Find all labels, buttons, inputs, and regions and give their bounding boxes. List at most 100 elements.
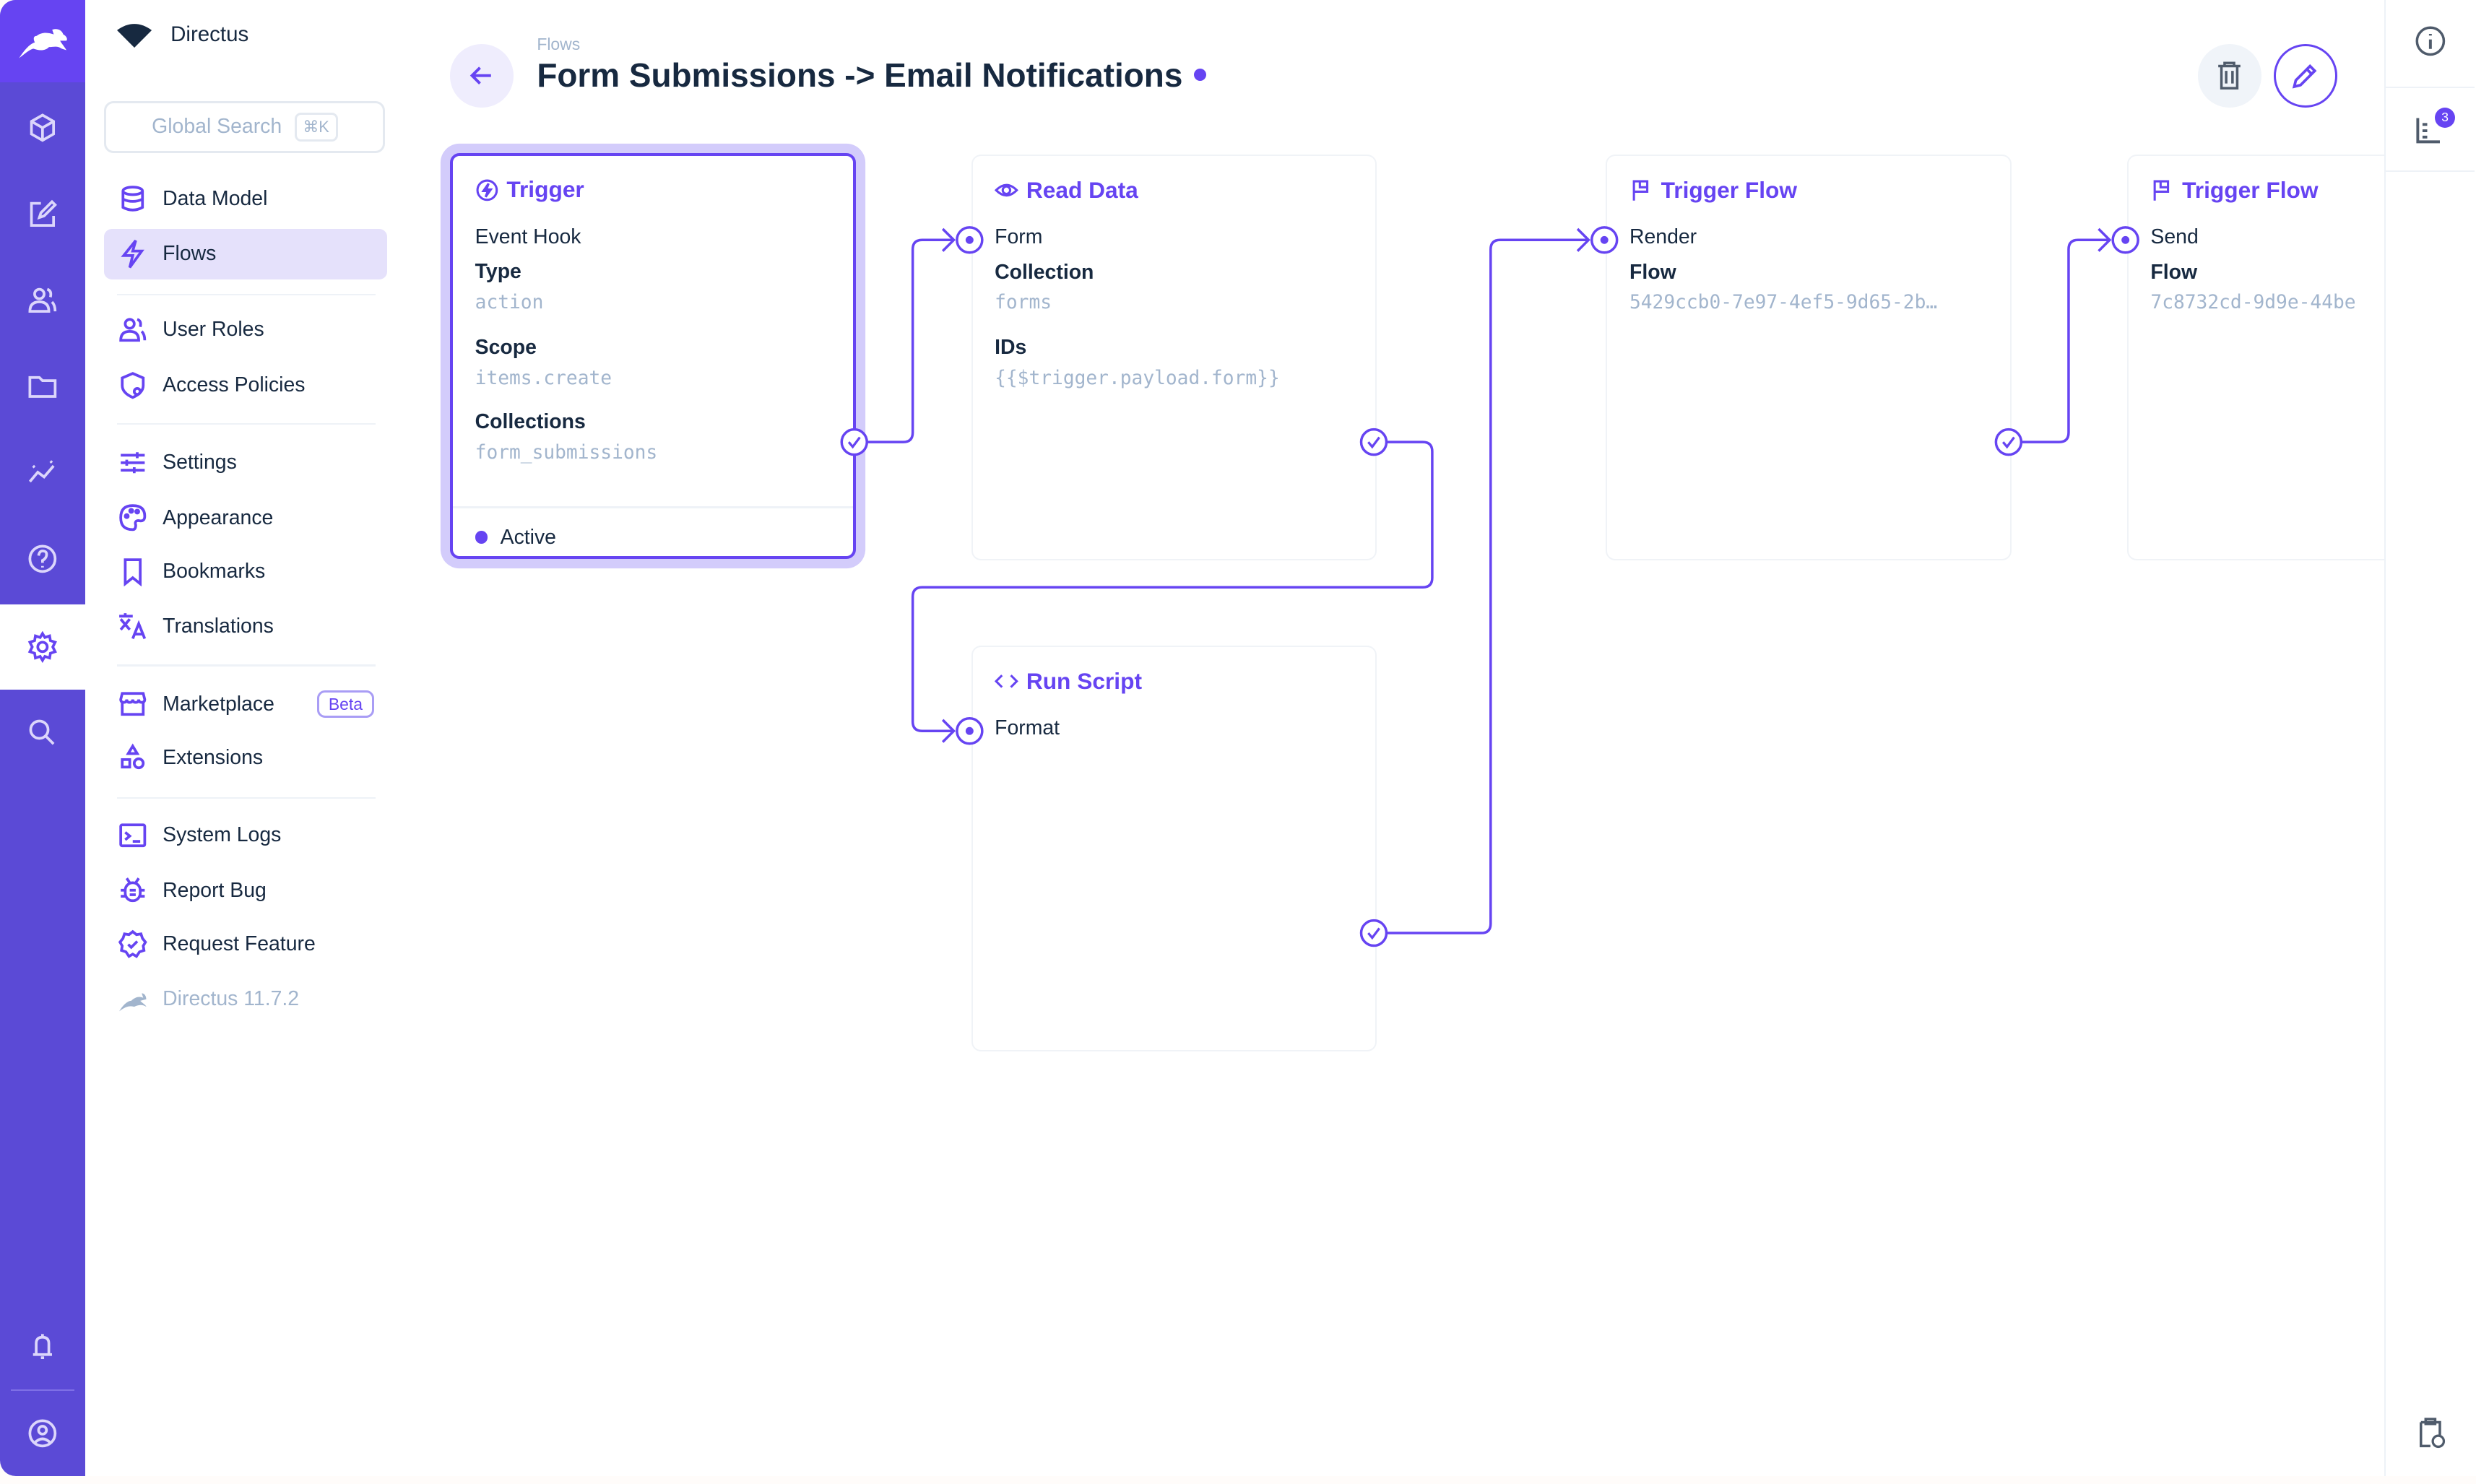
nav-divider	[116, 797, 376, 799]
nav-item-label: Settings	[163, 451, 237, 474]
code-icon	[995, 669, 1018, 693]
nav-item-system-logs[interactable]: System Logs	[104, 810, 386, 861]
back-button[interactable]	[450, 44, 514, 108]
clipboard-button[interactable]	[2386, 1392, 2474, 1475]
rail-settings-button[interactable]	[0, 604, 86, 690]
panel-field-label: Collection	[995, 260, 1094, 284]
rail-users-button[interactable]	[0, 257, 85, 342]
nav-item-label: System Logs	[163, 823, 282, 846]
page-title-text: Form Submissions -> Email Notifications	[537, 56, 1183, 94]
nav-item-report-bug[interactable]: Report Bug	[104, 865, 386, 916]
project-header[interactable]: Directus	[116, 22, 248, 48]
rail-bell-button[interactable]	[0, 1304, 85, 1389]
nav-item-access-policies[interactable]: Access Policies	[104, 360, 386, 410]
panel-field-label: Type	[475, 260, 521, 284]
directus-logo[interactable]	[0, 0, 86, 82]
status-label: Active	[500, 525, 556, 549]
users-icon	[117, 314, 149, 346]
panel-field-plain: Form	[995, 225, 1043, 249]
panel-title: Trigger	[506, 176, 584, 203]
rail-account-button[interactable]	[0, 1391, 85, 1476]
nav-item-label: User Roles	[163, 318, 264, 342]
directus-rabbit-icon	[117, 984, 149, 1015]
panel-field-mono: {{$trigger.payload.form}}	[995, 368, 1280, 390]
rail-divider	[11, 1389, 74, 1392]
nav-divider	[116, 422, 376, 425]
logs-button[interactable]	[2386, 87, 2475, 172]
rail-insights-button[interactable]	[0, 430, 85, 515]
beta-badge: Beta	[316, 690, 375, 718]
panel-field-label: Collections	[475, 410, 586, 434]
nav-item-label: Access Policies	[163, 373, 306, 396]
translate-icon	[117, 611, 149, 643]
info-icon	[2415, 26, 2445, 56]
right-sidebar: 3	[2384, 0, 2475, 1477]
account-icon	[28, 1419, 57, 1448]
rail-folder-button[interactable]	[0, 344, 85, 430]
panel-field-plain: Send	[2150, 225, 2199, 249]
edit-button[interactable]	[2274, 44, 2337, 108]
panel-header: Read Data	[995, 177, 1138, 204]
rail-search-button[interactable]	[0, 690, 85, 775]
logs-count-badge: 3	[2434, 107, 2456, 129]
global-search[interactable]: Global Search ⌘K	[104, 100, 386, 154]
pencil-icon	[2293, 64, 2317, 89]
nav-item-appearance[interactable]: Appearance	[104, 493, 386, 543]
palette-icon	[117, 502, 149, 534]
eye-icon	[995, 178, 1018, 202]
panel-field-label: Flow	[2150, 260, 2198, 284]
bell-icon	[33, 1334, 53, 1359]
panel-title: Trigger Flow	[2182, 176, 2319, 203]
nav-item-flows[interactable]: Flows	[104, 229, 387, 279]
nav-item-data-model[interactable]: Data Model	[104, 173, 386, 224]
nav-item-bookmarks[interactable]: Bookmarks	[104, 546, 386, 596]
panel-field-plain: Event Hook	[475, 225, 581, 249]
nav-item-label: Translations	[163, 615, 274, 638]
settings-icon	[27, 631, 58, 664]
panel-title: Read Data	[1026, 176, 1138, 203]
trigger-status[interactable]: Active	[475, 526, 556, 550]
nav-item-label: Request Feature	[163, 932, 316, 955]
nav-item-label: Extensions	[163, 745, 264, 769]
users-icon	[28, 287, 57, 313]
edit-icon	[30, 200, 58, 227]
database-icon	[117, 183, 149, 215]
nav-item-label: Data Model	[163, 186, 268, 210]
rail-help-button[interactable]	[0, 516, 85, 602]
sliders-icon	[117, 447, 149, 479]
folder-icon	[28, 376, 57, 398]
clipboard-clock-icon	[2419, 1418, 2445, 1449]
rail-edit-button[interactable]	[0, 172, 85, 257]
bolt-circle-icon	[475, 178, 499, 202]
nav-item-settings[interactable]: Settings	[104, 438, 386, 488]
panel-field-mono: forms	[995, 292, 1052, 314]
info-button[interactable]	[2386, 0, 2474, 82]
global-search-placeholder: Global Search	[152, 115, 282, 139]
verified-icon	[117, 928, 149, 960]
store-icon	[117, 688, 149, 720]
nav-item-request-feature[interactable]: Request Feature	[104, 919, 386, 969]
breadcrumb[interactable]: Flows	[537, 35, 581, 54]
nav-item-label: Flows	[163, 242, 217, 266]
status-indicator	[475, 531, 488, 544]
nav-item-directus-11-7-2[interactable]: Directus 11.7.2	[104, 974, 386, 1025]
delete-button[interactable]	[2198, 44, 2261, 108]
panel-header: Trigger Flow	[2150, 176, 2319, 204]
panel-field-mono: action	[475, 292, 544, 314]
nav-item-translations[interactable]: Translations	[104, 602, 386, 652]
panel-field-mono: items.create	[475, 368, 612, 390]
nav-item-user-roles[interactable]: User Roles	[104, 305, 386, 355]
rail-content-cube-button[interactable]	[0, 85, 85, 170]
project-logo-icon	[116, 23, 152, 48]
nav-item-extensions[interactable]: Extensions	[104, 732, 386, 783]
flag-icon	[1629, 178, 1653, 202]
panel-field-mono: form_submissions	[475, 441, 658, 464]
